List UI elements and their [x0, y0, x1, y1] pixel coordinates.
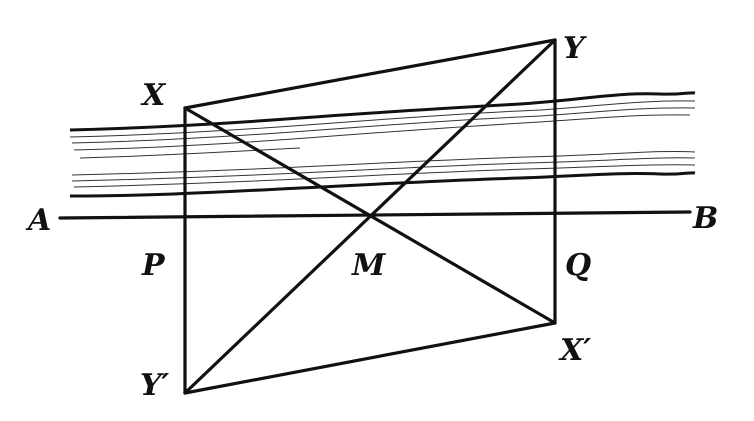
- label-Y: Y: [563, 31, 587, 66]
- label-Y-prime: Y′: [140, 368, 169, 403]
- label-X-prime: X′: [558, 333, 591, 368]
- river-water-line: [73, 164, 696, 188]
- river-water-line: [73, 114, 691, 151]
- label-B: B: [692, 201, 718, 236]
- label-P: P: [141, 248, 166, 283]
- river: [69, 91, 696, 198]
- river-upper-bank: [69, 91, 696, 132]
- river-water-line: [71, 107, 696, 144]
- label-A: A: [25, 203, 51, 238]
- label-X: X: [140, 78, 167, 113]
- line-AB: [58, 210, 692, 220]
- line-XY: [183, 38, 557, 110]
- river-water-line: [71, 150, 696, 176]
- river-water-line: [79, 147, 301, 159]
- label-M: M: [351, 248, 386, 283]
- river-lower-bank: [69, 171, 696, 198]
- line-Yprime-Xprime: [183, 321, 557, 395]
- river-water-line: [71, 157, 696, 182]
- river-water-line: [69, 100, 696, 138]
- label-Q: Q: [565, 248, 591, 283]
- line-Yprime-Y: [183, 38, 557, 395]
